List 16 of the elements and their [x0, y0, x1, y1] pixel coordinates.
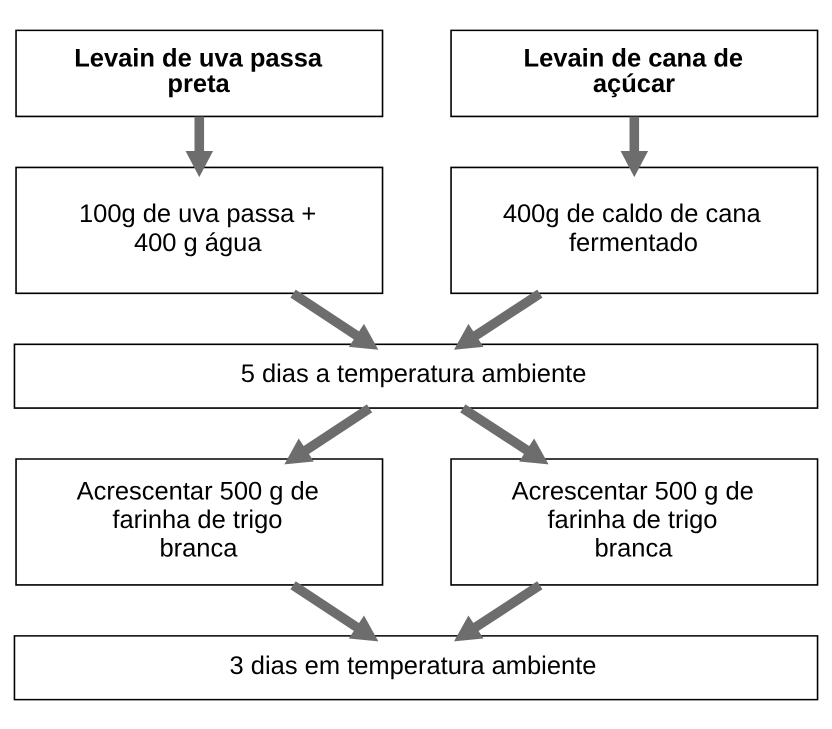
- node-box: 100g de uva passa + 400 g água: [15, 166, 384, 294]
- arrow: [454, 289, 542, 350]
- arrow: [290, 580, 378, 641]
- node-box: 3 dias em temperatura ambiente: [14, 634, 818, 700]
- node-box: Acrescentar 500 g de farinha de trigo branca: [450, 458, 818, 586]
- node-box: Acrescentar 500 g de farinha de trigo branca: [15, 458, 384, 586]
- node-box: 400g de caldo de cana fermentado: [450, 166, 818, 294]
- arrow: [620, 116, 648, 177]
- node-box: Levain de cana de açúcar: [450, 29, 818, 117]
- node-box: Levain de uva passa preta: [15, 29, 384, 117]
- arrow: [460, 404, 549, 464]
- arrow: [290, 289, 378, 350]
- arrow: [454, 580, 542, 641]
- arrow: [186, 116, 214, 177]
- node-box: 5 dias a temperatura ambiente: [14, 342, 818, 408]
- arrow: [284, 404, 372, 464]
